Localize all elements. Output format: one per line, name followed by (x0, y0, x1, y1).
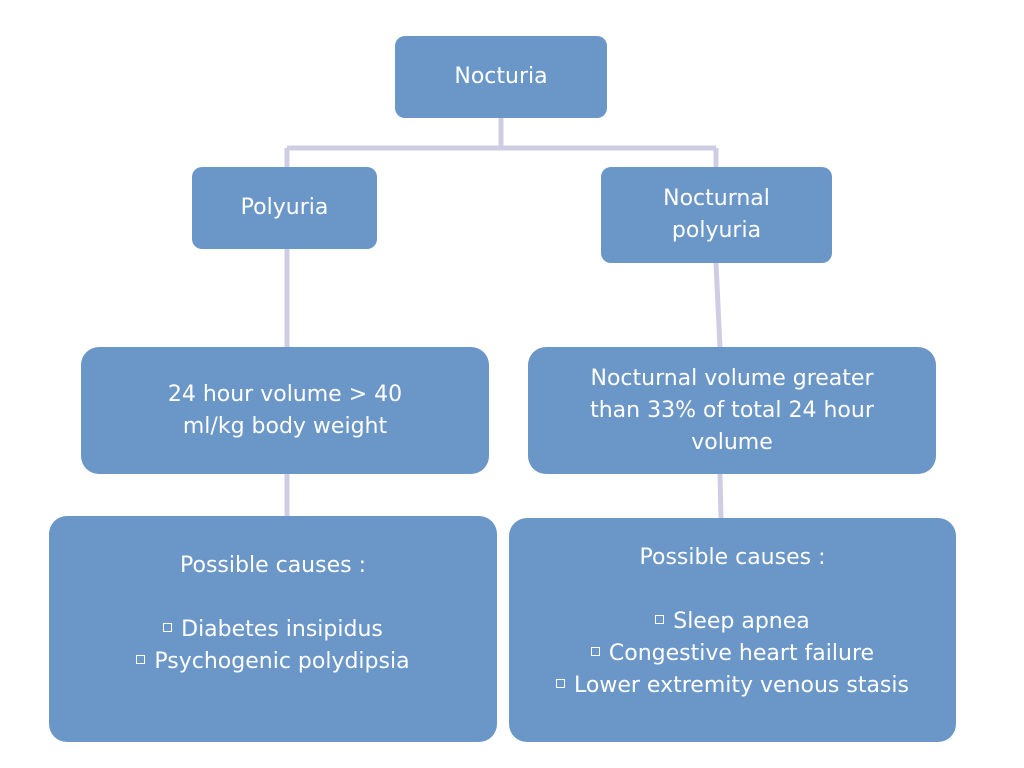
polyuria-cause-text: Psychogenic polydipsia (154, 649, 410, 674)
nocturnal-cause-text: Lower extremity venous stasis (574, 673, 909, 698)
nocturnal-cause-item: Lower extremity venous stasis (556, 670, 909, 702)
square-bullet-icon (590, 647, 600, 656)
square-bullet-icon (556, 679, 566, 688)
polyuria-causes-box: Possible causes : Diabetes insipidus Psy… (49, 516, 497, 742)
square-bullet-icon (136, 655, 146, 664)
polyuria-cause-text: Diabetes insipidus (181, 617, 383, 642)
polyuria-criterion-line-2: ml/kg body weight (182, 413, 388, 439)
nocturnal-causes-box: Possible causes : Sleep apnea Congestive… (509, 518, 956, 742)
nocturnal-criterion-box: Nocturnal volume greater than 33% of tot… (528, 347, 936, 474)
polyuria-causes-title: Possible causes : (180, 553, 366, 578)
square-bullet-icon (655, 615, 665, 624)
nocturnal-cause-text: Congestive heart failure (608, 641, 875, 666)
connector-right-bottom (717, 473, 724, 520)
nocturnal-criterion-line-3: volume (691, 429, 773, 455)
polyuria-cause-item: Psychogenic polydipsia (136, 646, 410, 678)
nocturia-label: Nocturia (454, 64, 548, 89)
square-bullet-icon (163, 623, 173, 632)
polyuria-label: Polyuria (240, 195, 329, 220)
nocturnal-cause-item: Congestive heart failure (590, 638, 875, 670)
nocturnal-criterion-line-2: than 33% of total 24 hour (590, 397, 874, 423)
nocturnal-causes-title: Possible causes : (639, 545, 826, 570)
nocturnal-polyuria-label-line-2: polyuria (671, 218, 762, 243)
nocturnal-polyuria-box: Nocturnal polyuria (601, 167, 832, 263)
polyuria-criterion-box: 24 hour volume > 40 ml/kg body weight (81, 347, 489, 474)
polyuria-box: Polyuria (192, 167, 377, 249)
connector-right-mid (713, 262, 723, 349)
nocturnal-cause-text: Sleep apnea (673, 609, 810, 634)
nocturnal-polyuria-label-line-1: Nocturnal (663, 186, 770, 211)
nocturnal-cause-item: Sleep apnea (655, 606, 810, 638)
polyuria-cause-item: Diabetes insipidus (163, 614, 383, 646)
polyuria-criterion-line-1: 24 hour volume > 40 (167, 381, 403, 407)
nocturnal-criterion-line-1: Nocturnal volume greater (590, 365, 874, 391)
nocturia-box: Nocturia (395, 36, 607, 118)
